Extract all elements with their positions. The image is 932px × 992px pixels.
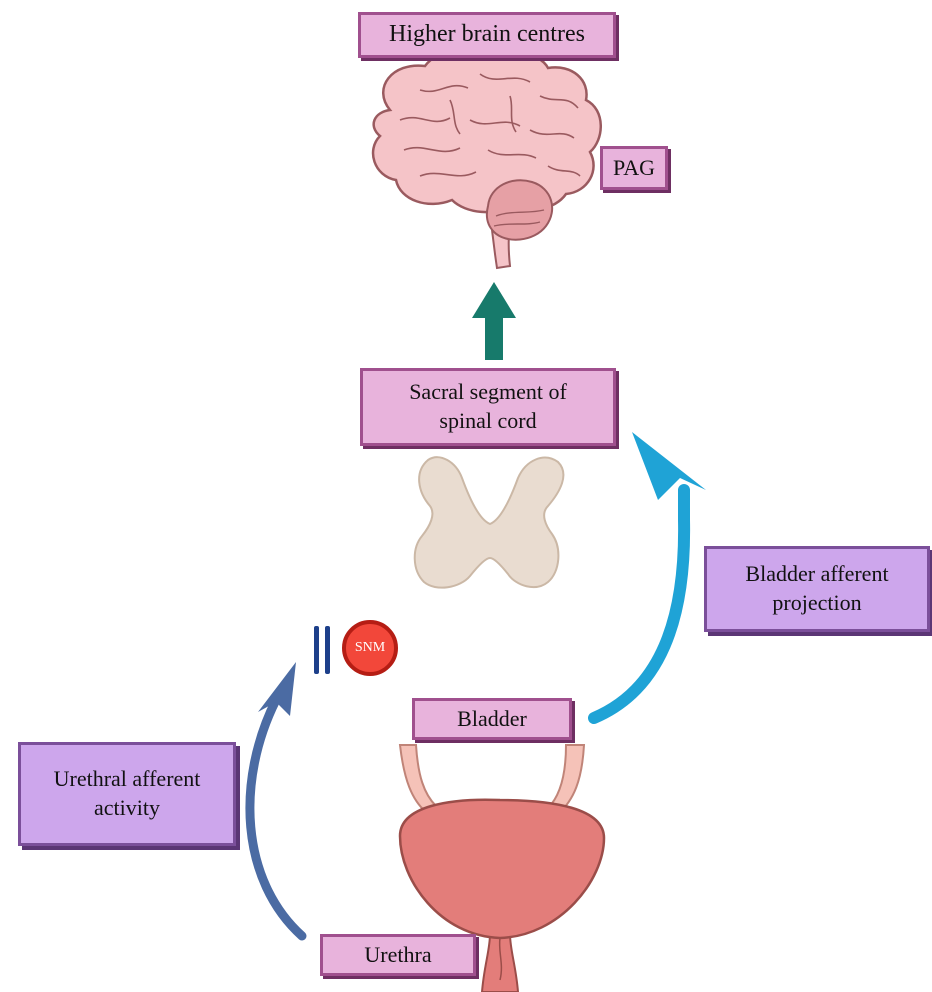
snm-text: SNM	[355, 640, 385, 656]
sacral-segment-line2: spinal cord	[439, 407, 536, 436]
higher-brain-centres-text: Higher brain centres	[389, 19, 585, 50]
bladder-afferent-line2: projection	[772, 589, 861, 618]
higher-brain-centres-label: Higher brain centres	[358, 12, 616, 58]
urethra-label: Urethra	[320, 934, 476, 976]
spinal-cord-cross-section-icon	[415, 457, 564, 587]
urethral-afferent-activity-label: Urethral afferent activity	[18, 742, 236, 846]
sacral-segment-label: Sacral segment of spinal cord	[360, 368, 616, 446]
bladder-afferent-arrow	[594, 432, 706, 718]
sacral-segment-line1: Sacral segment of	[409, 378, 567, 407]
urethral-afferent-line1: Urethral afferent	[54, 765, 201, 794]
bladder-label: Bladder	[412, 698, 572, 740]
urethra-text: Urethra	[364, 941, 431, 970]
block-icon	[314, 626, 330, 674]
pag-label: PAG	[600, 146, 668, 190]
urethral-afferent-line2: activity	[94, 794, 160, 823]
snm-stimulator-icon: SNM	[342, 620, 398, 676]
bladder-afferent-line1: Bladder afferent	[745, 560, 888, 589]
ascending-arrow-icon	[472, 282, 516, 360]
bladder-afferent-projection-label: Bladder afferent projection	[704, 546, 930, 632]
bladder-text: Bladder	[457, 705, 527, 734]
brain-icon	[373, 50, 601, 268]
pag-text: PAG	[613, 154, 655, 183]
urethral-afferent-arrow	[250, 662, 302, 936]
